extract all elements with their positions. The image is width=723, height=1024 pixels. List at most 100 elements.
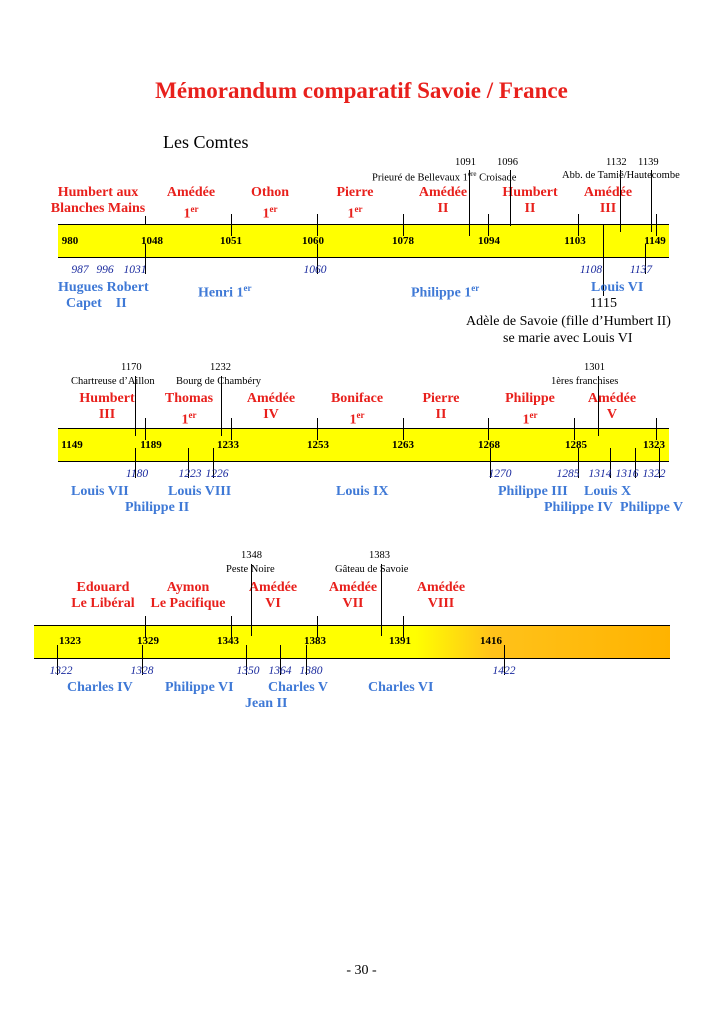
king-year: 1350 (236, 665, 260, 677)
event-year: 1383 (369, 550, 390, 561)
event-tick (620, 170, 622, 232)
king-name: Philippe VI (165, 680, 234, 695)
france-tick (645, 244, 647, 274)
king-year: 996 (96, 264, 114, 276)
king-name: Charles V (268, 680, 329, 695)
event-year: 1170 (121, 362, 142, 373)
reign-tick (403, 214, 405, 236)
event-tick (381, 564, 383, 636)
king-name: Louis VIII (168, 484, 232, 499)
king-year: 1380 (299, 665, 323, 677)
king-year: 1314 (588, 468, 612, 480)
reign-tick (403, 418, 405, 440)
king-year: 1328 (130, 665, 154, 677)
event-year: 1301 (584, 362, 605, 373)
king-year: 987 (71, 264, 89, 276)
event-tick (251, 564, 253, 636)
reign-tick (145, 616, 147, 638)
event-year: 1091 (455, 157, 476, 168)
reign-year: 1329 (137, 635, 159, 647)
king-year: 1422 (492, 665, 516, 677)
reign-tick (231, 214, 233, 236)
king-name: Louis VII (71, 484, 129, 499)
note-text: Adèle de Savoie (fille d’Humbert II) (466, 314, 671, 329)
france-tick (603, 224, 605, 296)
king-name: Jean II (245, 696, 288, 711)
event-label: Peste Noire (226, 564, 275, 575)
reign-year: 1268 (478, 439, 500, 451)
king-year: 1322 (642, 468, 666, 480)
reign-year: 1285 (565, 439, 587, 451)
reign-tick (578, 214, 580, 236)
reign-year: 1060 (302, 235, 324, 247)
france-tick (659, 448, 661, 478)
reign-year: 1391 (389, 635, 411, 647)
timeline-bar (34, 625, 670, 659)
reign-tick (231, 616, 233, 638)
king-year: 1180 (125, 468, 149, 480)
france-tick (135, 448, 137, 478)
king-year: 1322 (49, 665, 73, 677)
reign-year: 1149 (644, 235, 666, 247)
event-year: 1232 (210, 362, 231, 373)
reign-tick (317, 616, 319, 638)
king-name: Louis VI (591, 280, 644, 295)
event-label: Gâteau de Savoie (335, 564, 409, 575)
event-tick (469, 170, 471, 236)
event-label: Chartreuse d’Aillon (71, 376, 155, 387)
event-year: 1132 (606, 157, 627, 168)
section-title: Les Comtes (163, 132, 249, 152)
king-name: Louis IX (336, 484, 389, 499)
reign-tick (145, 418, 147, 440)
event-tick (598, 376, 600, 436)
reign-year: 1103 (564, 235, 586, 247)
reign-year: 1078 (392, 235, 414, 247)
reign-year: 1189 (140, 439, 162, 451)
france-tick (490, 448, 492, 478)
france-tick (213, 448, 215, 478)
reign-year: 1048 (141, 235, 163, 247)
event-label: 1ères franchises (551, 376, 619, 387)
note-text: se marie avec Louis VI (503, 331, 633, 346)
france-tick (246, 645, 248, 675)
france-tick (142, 645, 144, 675)
king-name: Philippe IV (544, 500, 613, 515)
king-year: 1364 (268, 665, 292, 677)
france-tick (57, 645, 59, 675)
king-name: Charles VI (368, 680, 434, 695)
france-tick (306, 645, 308, 675)
event-label: Prieuré de Bellevaux 1ère Croisade (372, 170, 517, 184)
king-year: 1226 (205, 468, 229, 480)
king-name: Philippe 1er (411, 283, 480, 301)
king-year: 1108 (579, 264, 603, 276)
event-tick (651, 170, 653, 232)
event-tick (135, 376, 137, 436)
reign-tick (488, 214, 490, 236)
king-year: 1316 (615, 468, 639, 480)
france-tick (317, 244, 319, 274)
king-name: Philippe III (498, 484, 568, 499)
event-year: 1139 (638, 157, 659, 168)
reign-tick (317, 418, 319, 440)
reign-tick (574, 418, 576, 440)
event-year: 1348 (241, 550, 262, 561)
france-tick (635, 448, 637, 478)
king-name: Louis X (584, 484, 632, 499)
king-name: Charles IV (67, 680, 133, 695)
king-year: 1223 (178, 468, 202, 480)
